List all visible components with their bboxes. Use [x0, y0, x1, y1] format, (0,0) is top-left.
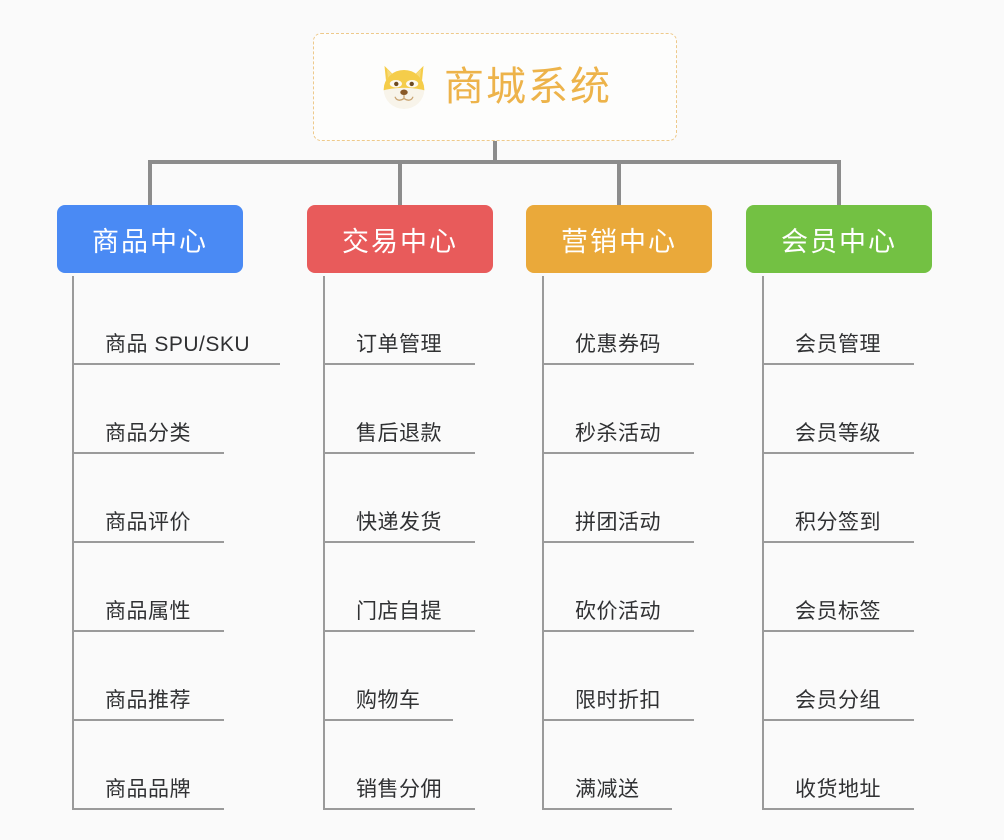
leaf-underline	[762, 719, 914, 721]
leaf-item[interactable]: 商品属性	[72, 543, 250, 632]
leaf-underline	[762, 452, 914, 454]
leaf-item[interactable]: 会员等级	[762, 365, 914, 454]
branch-box-1[interactable]: 交易中心	[307, 205, 493, 273]
leaf-item[interactable]: 会员分组	[762, 632, 914, 721]
leaf-label: 购物车	[356, 689, 421, 712]
branch-box-2[interactable]: 营销中心	[526, 205, 712, 273]
leaf-column-2: 优惠券码 秒杀活动 拼团活动 砍价活动 限时折扣 满减送	[542, 276, 694, 810]
leaf-underline	[72, 452, 224, 454]
leaf-underline	[762, 630, 914, 632]
leaf-underline	[762, 541, 914, 543]
leaf-item[interactable]: 门店自提	[323, 543, 475, 632]
leaf-label: 销售分佣	[356, 778, 442, 801]
leaf-underline	[323, 808, 475, 810]
leaf-item[interactable]: 拼团活动	[542, 454, 694, 543]
leaf-label: 商品 SPU/SKU	[105, 333, 251, 356]
leaf-underline	[542, 363, 694, 365]
leaf-item[interactable]: 限时折扣	[542, 632, 694, 721]
shiba-dog-face-icon	[378, 61, 430, 113]
leaf-label: 会员等级	[795, 422, 881, 445]
leaf-label: 优惠券码	[575, 333, 661, 356]
leaf-underline	[72, 630, 224, 632]
leaf-item[interactable]: 订单管理	[323, 276, 475, 365]
leaf-spine-3	[762, 276, 764, 810]
leaf-column-0: 商品 SPU/SKU 商品分类 商品评价 商品属性 商品推荐 商品品牌	[72, 276, 280, 810]
leaf-underline	[542, 452, 694, 454]
leaf-underline	[72, 363, 280, 365]
leaf-item[interactable]: 会员管理	[762, 276, 914, 365]
leaf-item[interactable]: 销售分佣	[323, 721, 475, 810]
leaf-underline	[72, 541, 224, 543]
leaf-column-3: 会员管理 会员等级 积分签到 会员标签 会员分组 收货地址	[762, 276, 914, 810]
leaf-underline	[542, 719, 694, 721]
leaf-column-1: 订单管理 售后退款 快递发货 门店自提 购物车 销售分佣	[323, 276, 475, 810]
leaf-label: 商品分类	[105, 422, 191, 445]
leaf-label: 会员分组	[795, 689, 881, 712]
branch-label-2: 营销中心	[561, 226, 677, 257]
leaf-item[interactable]: 收货地址	[762, 721, 914, 810]
leaf-label: 门店自提	[356, 600, 442, 623]
leaf-label: 快递发货	[356, 511, 442, 534]
leaf-item[interactable]: 商品 SPU/SKU	[72, 276, 280, 365]
leaf-item[interactable]: 售后退款	[323, 365, 475, 454]
leaf-item[interactable]: 商品评价	[72, 454, 250, 543]
leaf-underline	[323, 630, 475, 632]
leaf-underline	[762, 363, 914, 365]
leaf-underline	[72, 808, 224, 810]
page-title: 商城系统	[444, 65, 612, 109]
leaf-item[interactable]: 会员标签	[762, 543, 914, 632]
leaf-label: 收货地址	[795, 778, 881, 801]
leaf-item[interactable]: 秒杀活动	[542, 365, 694, 454]
leaf-label: 商品推荐	[105, 689, 191, 712]
leaf-spine-0	[72, 276, 74, 810]
leaf-label: 拼团活动	[575, 511, 661, 534]
leaf-underline	[542, 541, 694, 543]
connector-drop-1	[148, 160, 152, 206]
connector-horizontal-bus	[148, 160, 840, 164]
leaf-underline	[323, 719, 453, 721]
connector-drop-4	[837, 160, 841, 206]
leaf-item[interactable]: 满减送	[542, 721, 672, 810]
leaf-label: 限时折扣	[575, 689, 661, 712]
leaf-underline	[323, 363, 475, 365]
leaf-item[interactable]: 积分签到	[762, 454, 914, 543]
leaf-item[interactable]: 砍价活动	[542, 543, 694, 632]
leaf-label: 商品属性	[105, 600, 191, 623]
leaf-item[interactable]: 商品品牌	[72, 721, 250, 810]
branch-label-0: 商品中心	[92, 226, 208, 257]
leaf-label: 会员管理	[795, 333, 881, 356]
connector-root-stem	[493, 141, 497, 162]
connector-drop-3	[617, 160, 621, 206]
leaf-spine-1	[323, 276, 325, 810]
leaf-item[interactable]: 购物车	[323, 632, 453, 721]
leaf-underline	[762, 808, 914, 810]
leaf-underline	[323, 452, 475, 454]
leaf-item[interactable]: 商品分类	[72, 365, 250, 454]
leaf-underline	[542, 630, 694, 632]
leaf-item[interactable]: 优惠券码	[542, 276, 694, 365]
leaf-label: 满减送	[575, 778, 640, 801]
branch-box-0[interactable]: 商品中心	[57, 205, 243, 273]
leaf-underline	[72, 719, 224, 721]
leaf-item[interactable]: 商品推荐	[72, 632, 250, 721]
leaf-label: 积分签到	[795, 511, 881, 534]
branch-label-3: 会员中心	[781, 226, 897, 257]
leaf-item[interactable]: 快递发货	[323, 454, 475, 543]
leaf-label: 售后退款	[356, 422, 442, 445]
leaf-spine-2	[542, 276, 544, 810]
leaf-underline	[542, 808, 672, 810]
leaf-label: 订单管理	[356, 333, 442, 356]
leaf-label: 砍价活动	[575, 600, 661, 623]
branch-label-1: 交易中心	[342, 226, 458, 257]
connector-drop-2	[398, 160, 402, 206]
root-node[interactable]: 商城系统	[313, 33, 677, 141]
branch-box-3[interactable]: 会员中心	[746, 205, 932, 273]
leaf-label: 会员标签	[795, 600, 881, 623]
leaf-label: 秒杀活动	[575, 422, 661, 445]
leaf-label: 商品评价	[105, 511, 191, 534]
leaf-underline	[323, 541, 475, 543]
leaf-label: 商品品牌	[105, 778, 191, 801]
